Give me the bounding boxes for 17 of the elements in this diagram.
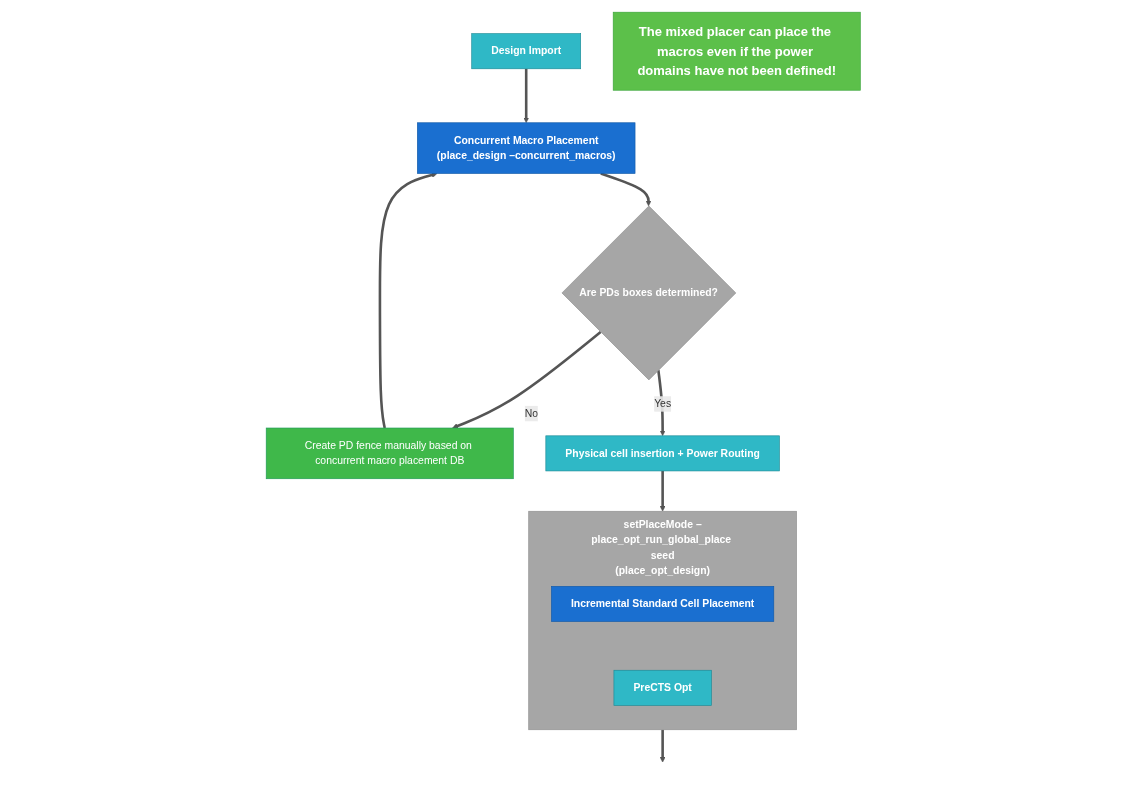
node-diamond: Are PDs boxes determined? bbox=[561, 205, 736, 381]
edge-label: Yes bbox=[653, 398, 671, 410]
node-box: PreCTS Opt bbox=[613, 669, 712, 706]
arrow bbox=[378, 172, 438, 429]
node-box: Concurrent Macro Placement (place_design –concurrent_macros) bbox=[416, 122, 636, 174]
arrow bbox=[659, 470, 666, 512]
arrow bbox=[523, 68, 529, 123]
arrow bbox=[452, 330, 602, 429]
arrow bbox=[656, 369, 666, 437]
arrow bbox=[600, 172, 652, 207]
node-box: Physical cell insertion + Power Routing bbox=[545, 435, 780, 472]
node-box: Create PD fence manually based on concurrent macro placement DB bbox=[265, 427, 514, 480]
edge-label: No bbox=[524, 407, 538, 419]
node-box: Design Import bbox=[471, 33, 581, 70]
node-box: Incremental Standard Cell Placement bbox=[550, 586, 774, 622]
node-box: The mixed placer can place the macros even if the power domains have not been defined! bbox=[612, 11, 861, 91]
arrow bbox=[659, 729, 666, 763]
